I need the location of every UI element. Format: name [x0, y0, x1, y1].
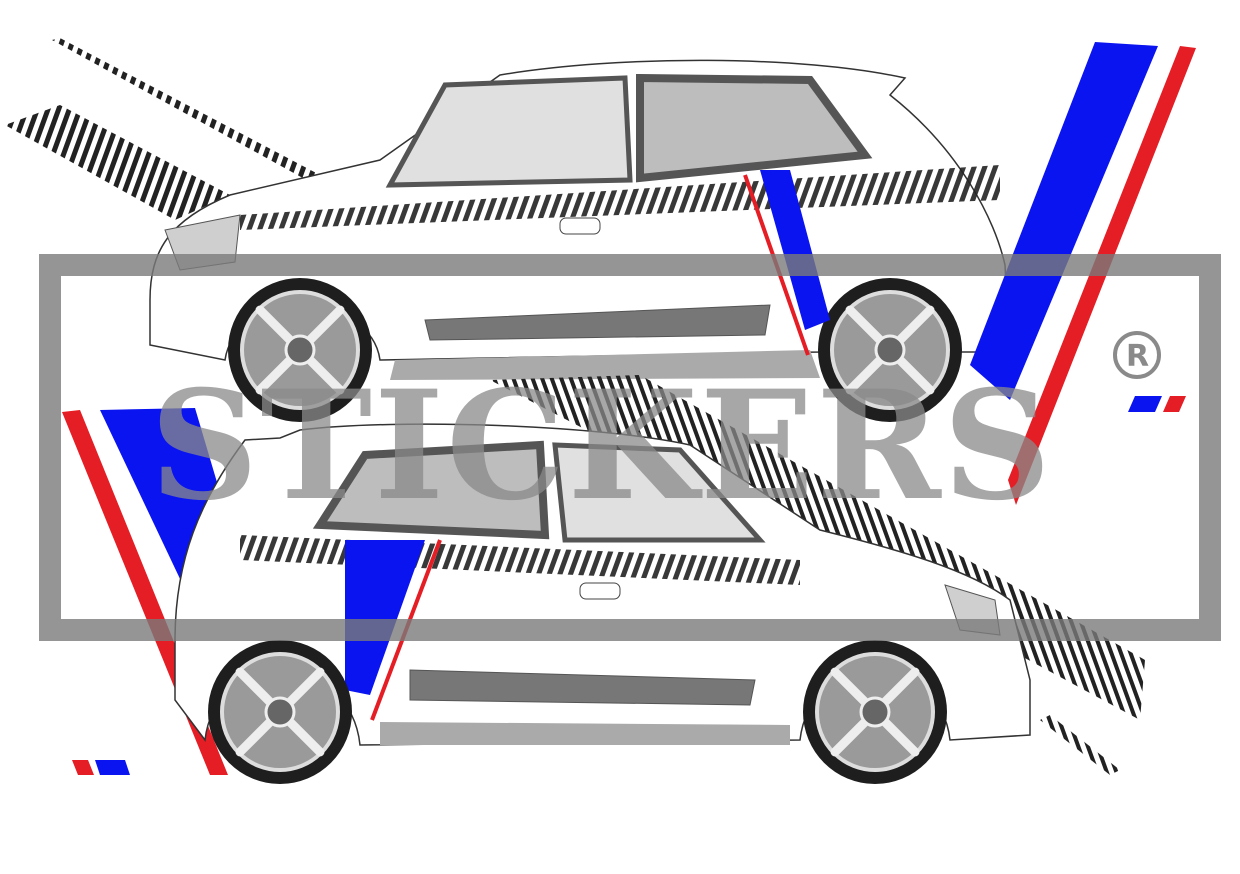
top-left-dash-stripes — [5, 38, 320, 220]
watermark-text: STICKERS — [150, 358, 1053, 534]
watermark: STICKERS R — [39, 254, 1221, 641]
registered-mark: R — [1126, 339, 1149, 374]
registered-icon — [1113, 331, 1161, 379]
